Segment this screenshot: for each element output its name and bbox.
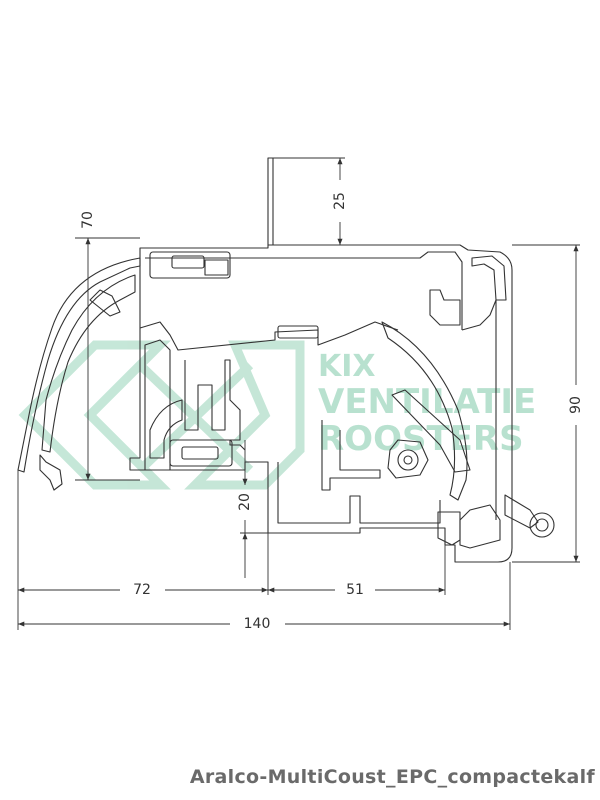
- right-screw-inner: [535, 518, 549, 532]
- dim-left-width: 72: [133, 582, 151, 598]
- lower-chamber: [169, 439, 233, 467]
- right-clip: [429, 289, 461, 326]
- right-chamber: [471, 255, 507, 301]
- right-screw-arm: [504, 494, 539, 529]
- inner-bottom-left: [321, 420, 381, 491]
- left-hook: [39, 454, 63, 491]
- main-body-outline: [129, 244, 513, 563]
- dim-right-height: 90: [568, 396, 584, 414]
- right-inner-wall: [461, 299, 497, 520]
- bottom-right-clip: [437, 511, 461, 546]
- flap-outer: [381, 321, 468, 501]
- lower-clip: [149, 399, 183, 459]
- inner-top-wall: [145, 251, 463, 330]
- pivot-inner: [403, 455, 413, 465]
- profile-section: [17, 157, 555, 563]
- top-flange: [267, 157, 274, 246]
- drawing-caption: Aralco-MultiCoust_EPC_compactekalf: [189, 766, 595, 788]
- top-chamber-left: [149, 251, 231, 279]
- left-rib: [89, 289, 121, 317]
- dim-mid-width: 51: [346, 582, 364, 598]
- watermark-line1: KIX: [318, 349, 376, 384]
- middle-chamber: [139, 321, 399, 351]
- pivot-bracket: [387, 439, 429, 479]
- left-cover-inner: [41, 274, 136, 453]
- pivot-circle: [397, 449, 419, 471]
- top-chamber-right: [204, 259, 229, 276]
- dim-lower-height: 20: [237, 493, 253, 511]
- top-chamber-inner: [171, 255, 205, 269]
- middle-wall: [144, 339, 171, 470]
- u-channel: [184, 359, 246, 451]
- left-curved-cover: [17, 257, 141, 473]
- middle-slot: [277, 325, 319, 339]
- watermark-diamond-icon: [18, 340, 305, 490]
- dim-left-height: 70: [80, 211, 96, 229]
- bottom-right-foot: [459, 504, 501, 549]
- dimension-labels: 25 70 90 20 72 51 140: [80, 192, 584, 632]
- lower-chamber-inner: [181, 446, 219, 460]
- inner-bottom-box: [277, 462, 441, 524]
- right-screw-icon: [529, 512, 555, 538]
- dim-total-width: 140: [244, 616, 271, 632]
- dim-top-height: 25: [332, 192, 348, 210]
- flap-arm: [391, 389, 471, 473]
- dimension-lines: [17, 157, 580, 630]
- watermark-line2: VENTILATIE: [318, 382, 536, 422]
